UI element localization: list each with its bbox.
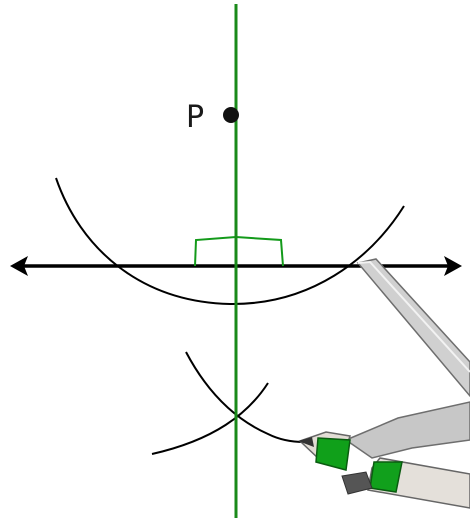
right-arrowhead-icon: [444, 256, 462, 276]
lower-arc-left: [185, 351, 305, 443]
compass-icon: [298, 258, 470, 509]
point-p: [223, 107, 239, 123]
point-p-label: P: [186, 100, 204, 135]
left-arrowhead-icon: [10, 256, 28, 276]
arc-centered-at-p: [55, 177, 405, 306]
pencil-icon: [367, 457, 470, 509]
segment-bracket: [194, 235, 284, 267]
lower-arc-right: [151, 382, 269, 455]
